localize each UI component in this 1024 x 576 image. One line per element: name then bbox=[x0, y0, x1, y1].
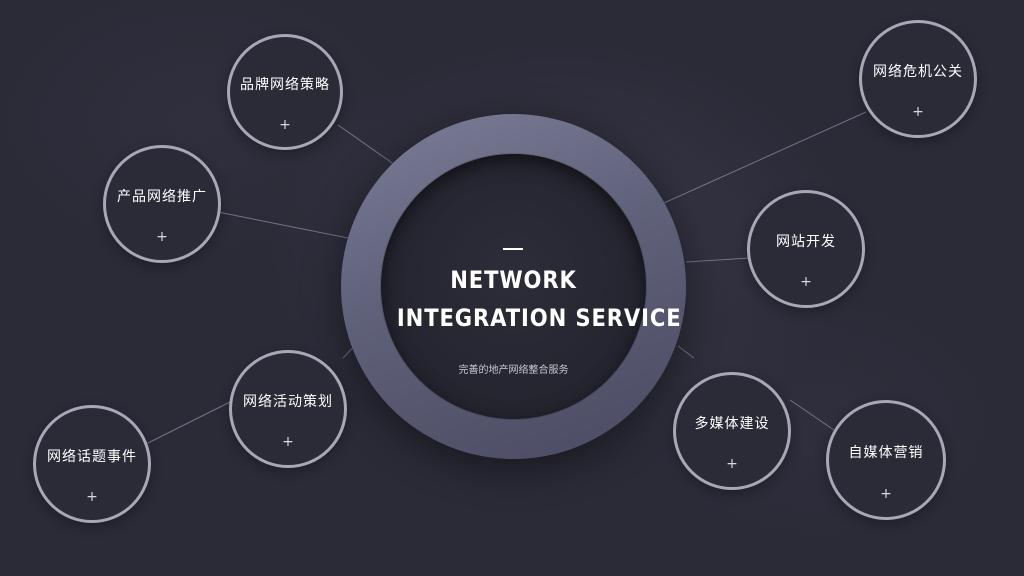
node-website-dev[interactable]: 网站开发 + bbox=[747, 190, 865, 308]
hub-title-line2: INTEGRATION SERVICE bbox=[396, 304, 682, 332]
central-circle: NETWORK INTEGRATION SERVICE 完善的地产网络整合服务 bbox=[381, 154, 682, 419]
plus-icon[interactable]: + bbox=[912, 104, 924, 121]
connector-self-media bbox=[789, 399, 835, 431]
plus-icon[interactable]: + bbox=[156, 229, 168, 246]
central-ring: NETWORK INTEGRATION SERVICE 完善的地产网络整合服务 bbox=[341, 114, 686, 459]
plus-icon[interactable]: + bbox=[800, 274, 812, 291]
node-product-promotion-label: 产品网络推广 bbox=[117, 189, 207, 206]
node-brand-strategy-label: 品牌网络策略 bbox=[240, 77, 330, 94]
node-multimedia-build[interactable]: 多媒体建设 + bbox=[673, 372, 791, 490]
plus-icon[interactable]: + bbox=[279, 116, 291, 133]
node-self-media-marketing-label: 自媒体营销 bbox=[848, 445, 924, 462]
connector-crisis-pr bbox=[663, 111, 867, 204]
hub-subtitle: 完善的地产网络整合服务 bbox=[458, 365, 569, 376]
node-activity-planning[interactable]: 网络活动策划 + bbox=[229, 350, 347, 468]
node-brand-strategy[interactable]: 品牌网络策略 + bbox=[227, 34, 343, 150]
node-self-media-marketing[interactable]: 自媒体营销 + bbox=[826, 400, 946, 520]
title-dash bbox=[503, 248, 523, 250]
connector-product-promotion bbox=[217, 211, 349, 239]
node-activity-planning-label: 网络活动策划 bbox=[243, 394, 333, 411]
node-website-dev-label: 网站开发 bbox=[776, 234, 836, 251]
connector-multimedia-build bbox=[677, 345, 695, 359]
connector-brand-strategy bbox=[337, 124, 396, 166]
node-topic-events-label: 网络话题事件 bbox=[47, 449, 137, 466]
hub-title-line1: NETWORK bbox=[450, 266, 577, 294]
plus-icon[interactable]: + bbox=[282, 434, 294, 451]
node-crisis-pr[interactable]: 网络危机公关 + bbox=[859, 20, 977, 138]
connector-topic-events bbox=[147, 399, 235, 444]
plus-icon[interactable]: + bbox=[880, 486, 892, 503]
node-crisis-pr-label: 网络危机公关 bbox=[873, 64, 963, 81]
node-topic-events[interactable]: 网络话题事件 + bbox=[33, 405, 151, 523]
plus-icon[interactable]: + bbox=[726, 456, 738, 473]
plus-icon[interactable]: + bbox=[86, 489, 98, 506]
node-product-promotion[interactable]: 产品网络推广 + bbox=[103, 145, 221, 263]
node-multimedia-build-label: 多媒体建设 bbox=[694, 416, 770, 433]
connector-website-dev bbox=[685, 257, 751, 263]
